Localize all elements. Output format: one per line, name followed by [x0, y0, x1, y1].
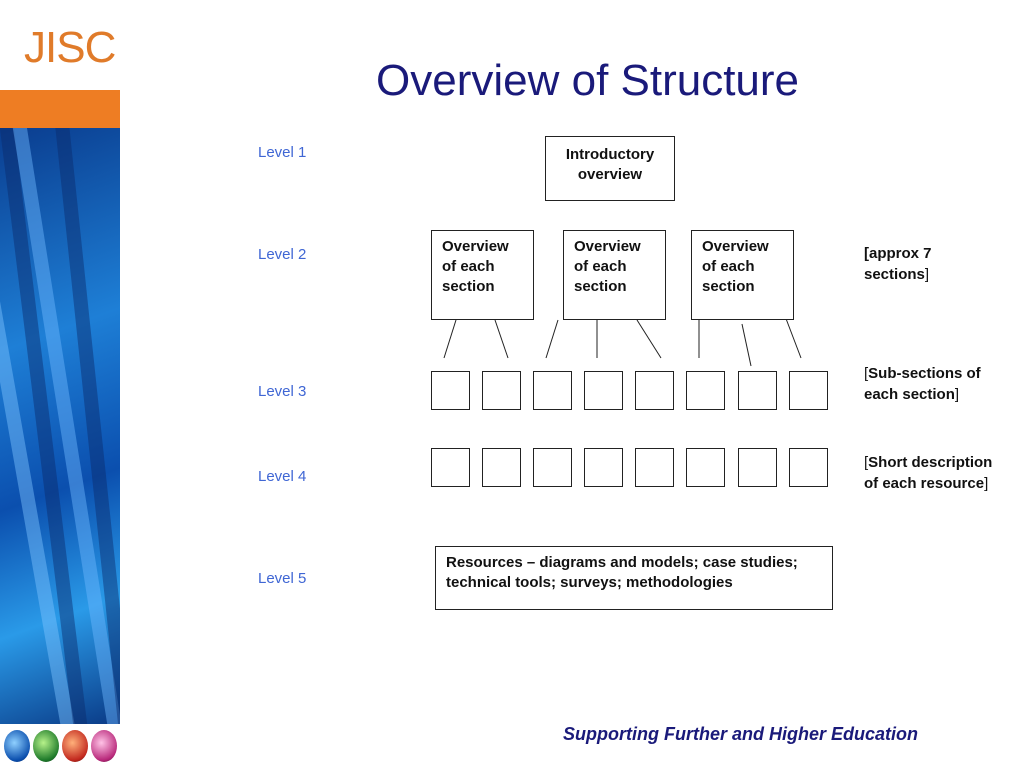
- connector-line: [741, 323, 752, 367]
- subsection-box: [738, 371, 777, 410]
- level-4-label: Level 4: [258, 468, 307, 485]
- resource-description-box: [635, 448, 674, 487]
- pink-orb-icon: [91, 730, 117, 762]
- subsection-box: [482, 371, 521, 410]
- section-overview-box: Overview of each section: [431, 230, 534, 320]
- connector-line: [443, 319, 457, 359]
- section-box-line: Overview: [574, 238, 641, 255]
- subsection-box: [584, 371, 623, 410]
- red-orb-icon: [62, 730, 88, 762]
- intro-line-1: Introductory: [565, 146, 655, 163]
- section-box-line: section: [702, 278, 755, 295]
- orange-band: [0, 90, 120, 128]
- page-title: Overview of Structure: [376, 56, 800, 105]
- section-box-line: Overview: [442, 238, 509, 255]
- resources-box: Resources – diagrams and models; case st…: [435, 546, 833, 610]
- subsection-box: [686, 371, 725, 410]
- subsection-box: [789, 371, 828, 410]
- connector-line: [784, 315, 802, 359]
- note-text: [approx 7 sections: [864, 245, 932, 283]
- subsection-box: [431, 371, 470, 410]
- section-box-line: of each: [702, 258, 755, 275]
- blue-orb-icon: [4, 730, 30, 762]
- level-2-note: [approx 7 sections]: [864, 244, 994, 285]
- blue-decorative-panel: [0, 128, 120, 724]
- section-box-line: section: [574, 278, 627, 295]
- section-box-line: section: [442, 278, 495, 295]
- note-close-bracket: ]: [924, 265, 930, 283]
- level-1-label: Level 1: [258, 144, 307, 161]
- resource-description-box: [738, 448, 777, 487]
- thumbnail-strip: [0, 724, 120, 768]
- resource-description-box: [431, 448, 470, 487]
- intro-line-2: overview: [577, 166, 643, 183]
- subsection-box: [635, 371, 674, 410]
- level-2-label: Level 2: [258, 246, 307, 263]
- note-open-bracket: [: [864, 454, 869, 471]
- connector-line: [494, 319, 509, 359]
- level-4-note: [Short description of each resource]: [864, 453, 994, 494]
- resource-description-box: [482, 448, 521, 487]
- subsection-box: [533, 371, 572, 410]
- resource-description-box: [686, 448, 725, 487]
- note-close-bracket: ]: [954, 385, 960, 403]
- introductory-overview-box: Introductory overview: [545, 136, 675, 201]
- connector-line: [545, 319, 559, 359]
- level-3-note: [Sub-sections of each section]: [864, 364, 994, 405]
- note-text: Sub-sections of each section: [864, 365, 981, 403]
- connector-line: [636, 319, 662, 359]
- sidebar: JISC: [0, 0, 120, 768]
- resource-description-box: [584, 448, 623, 487]
- resource-description-box: [533, 448, 572, 487]
- section-box-line: Overview: [702, 238, 769, 255]
- green-orb-icon: [33, 730, 59, 762]
- level-3-label: Level 3: [258, 383, 307, 400]
- note-text: Short description of each resource: [864, 454, 993, 492]
- note-open-bracket: [: [864, 365, 869, 382]
- level-5-label: Level 5: [258, 570, 307, 587]
- section-box-line: of each: [574, 258, 627, 275]
- section-overview-box: Overview of each section: [563, 230, 666, 320]
- section-box-line: of each: [442, 258, 495, 275]
- section-overview-box: Overview of each section: [691, 230, 794, 320]
- note-close-bracket: ]: [984, 474, 989, 492]
- footer-tagline: Supporting Further and Higher Education: [563, 724, 918, 744]
- resource-description-box: [789, 448, 828, 487]
